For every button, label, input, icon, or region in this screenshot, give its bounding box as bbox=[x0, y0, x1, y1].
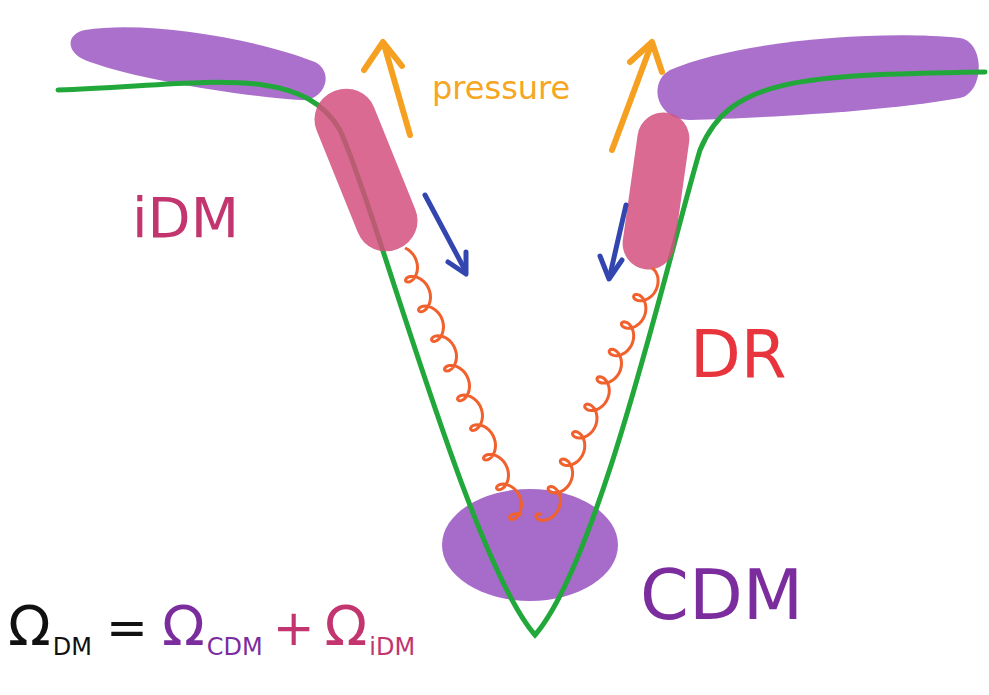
equation: ΩDM=ΩCDM+ΩiDM bbox=[8, 598, 415, 654]
cdm-label: CDM bbox=[640, 560, 803, 630]
omega-symbol: Ω bbox=[162, 598, 205, 654]
dr-label: DR bbox=[690, 322, 787, 388]
radiation-squiggle bbox=[536, 268, 658, 520]
potential-well bbox=[58, 72, 985, 635]
arrow-head bbox=[364, 42, 402, 70]
pressure-label: pressure bbox=[432, 72, 570, 104]
plus-sign: + bbox=[273, 603, 315, 653]
idm-blob bbox=[619, 109, 692, 273]
equals-sign: = bbox=[106, 603, 148, 653]
subscript: CDM bbox=[207, 635, 263, 659]
omega-symbol: Ω bbox=[325, 598, 368, 654]
idm-blob bbox=[305, 80, 426, 261]
radiation-squiggle bbox=[405, 248, 522, 519]
subscript: DM bbox=[53, 635, 92, 659]
arrow-head bbox=[448, 252, 466, 274]
infall-arrow bbox=[425, 195, 465, 270]
omega-symbol: Ω bbox=[8, 598, 51, 654]
subscript: iDM bbox=[369, 635, 415, 659]
arrow-head bbox=[630, 42, 662, 72]
arrow-head bbox=[600, 256, 622, 279]
idm-label: iDM bbox=[132, 190, 239, 246]
